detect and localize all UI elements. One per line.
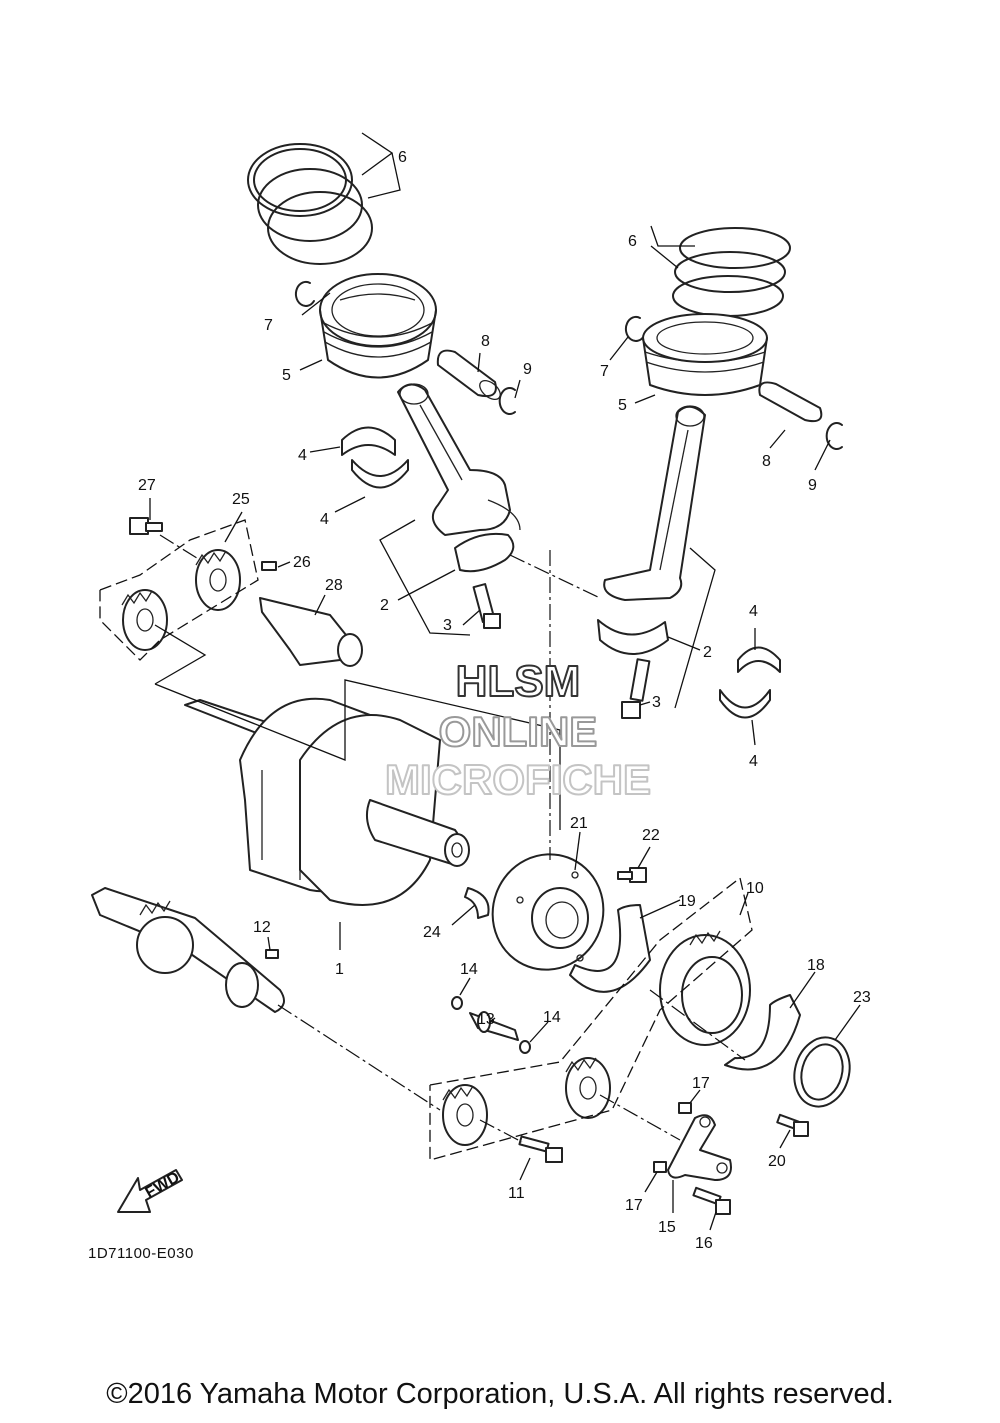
bearing-upper-left-4 [341,426,396,456]
watermark-line-2: ONLINE [439,708,598,755]
callout-17-lower: 17 [625,1197,643,1214]
callout-7-left: 7 [264,317,273,334]
circlip-14-upper [451,996,463,1010]
rod-bolt-right-3 [621,658,651,719]
piston-pin-left [436,349,501,401]
callout-17-upper: 17 [692,1075,710,1092]
woodruff-key-24 [464,887,490,919]
callout-13: 13 [477,1011,495,1028]
callout-7-right: 7 [600,363,609,380]
callout-4-upper-right: 4 [749,603,758,620]
half-bearing-19 [569,904,651,993]
callout-19: 19 [678,893,696,910]
callout-27: 27 [138,477,156,494]
callout-6-right: 6 [628,233,637,250]
callout-12: 12 [253,919,271,936]
callout-4-lower-left: 4 [320,511,329,528]
callout-3-left: 3 [443,617,452,634]
callout-2-left: 2 [380,597,389,614]
watermark-line-3: MICROFICHE [385,756,651,803]
dowel-17-upper [678,1102,692,1114]
callout-labels: 6 7 5 8 9 4 4 6 7 5 8 9 27 25 26 28 2 3 … [138,149,871,1252]
piston-right [642,313,768,396]
callout-14-upper: 14 [460,961,478,978]
diagram-code: 1D71100-E030 [88,1245,194,1262]
washer-23 [793,1036,851,1108]
rod-bolt-left-3 [472,583,501,629]
callout-23: 23 [853,989,871,1006]
piston-pin-right [758,381,823,423]
piston-left [319,273,437,379]
piston-pin-clip-right-9 [825,422,843,450]
connecting-rod-left [397,383,511,536]
half-bearing-18 [724,994,801,1071]
piston-ring-set-right [672,227,791,317]
bolt-27 [129,517,163,535]
crankshaft-1 [184,697,470,906]
callout-3-right: 3 [652,694,661,711]
rotor-21 [491,853,605,971]
callout-4-lower-right: 4 [749,753,758,770]
callout-5-right: 5 [618,397,627,414]
rod-cap-right-2 [597,619,669,655]
balancer-drive-gear [442,1084,488,1146]
callout-8-right: 8 [762,453,771,470]
bearing-lower-right-4 [719,689,771,719]
balancer-shaft [91,887,285,1013]
dowel-17-lower [653,1161,667,1173]
callout-leaders [149,292,861,1231]
key-26 [261,561,277,571]
piston-ring-clip-right-7 [624,315,645,342]
gear-set-25 [195,549,241,611]
key-12 [265,949,279,959]
piston-ring-set-left [247,143,373,265]
watermark: HLSM ONLINE MICROFICHE [384,656,652,804]
callout-9-right: 9 [808,477,817,494]
fwd-label: FWD [143,1169,183,1202]
callout-14-lower: 14 [543,1009,561,1026]
callout-26: 26 [293,554,311,571]
circlip-14-lower [519,1040,531,1054]
bolt-22 [617,867,647,883]
callout-15: 15 [658,1219,676,1236]
callout-4-upper-left: 4 [298,447,307,464]
shaft-28 [259,597,363,667]
callout-5-left: 5 [282,367,291,384]
callout-6-left: 6 [398,149,407,166]
shaft-13 [469,1011,519,1041]
callout-10: 10 [746,880,764,897]
bolt-20 [776,1113,809,1137]
callout-8-left: 8 [481,333,490,350]
callout-9-left: 9 [523,361,532,378]
callout-24: 24 [423,924,441,941]
piston-ring-clip-left-7 [294,280,315,307]
starter-gear-10 [659,930,751,1046]
callout-25: 25 [232,491,250,508]
callout-18: 18 [807,957,825,974]
connecting-rod-right [603,405,706,601]
callout-21: 21 [570,815,588,832]
fwd-arrow-icon: FWD [117,1169,183,1213]
bolt-11 [518,1135,563,1163]
copyright-notice: ©2016 Yamaha Motor Corporation, U.S.A. A… [106,1378,894,1410]
watermark-line-1: HLSM [456,657,581,706]
gear-left [121,589,168,651]
callout-2-right: 2 [703,644,712,661]
callout-1: 1 [335,961,344,978]
callout-16: 16 [695,1235,713,1252]
bracket-15 [667,1114,732,1181]
callout-22: 22 [642,827,660,844]
bearing-upper-right-4 [737,646,781,673]
bearing-lower-left-4 [351,459,409,489]
callout-28: 28 [325,577,343,594]
rod-cap-left-2 [454,499,521,573]
bolt-16 [692,1186,731,1215]
callout-20: 20 [768,1153,786,1170]
idler-gear [565,1057,611,1119]
group-outlines [99,132,753,1161]
piston-pin-clip-left-9 [498,387,516,415]
callout-11: 11 [508,1185,525,1202]
